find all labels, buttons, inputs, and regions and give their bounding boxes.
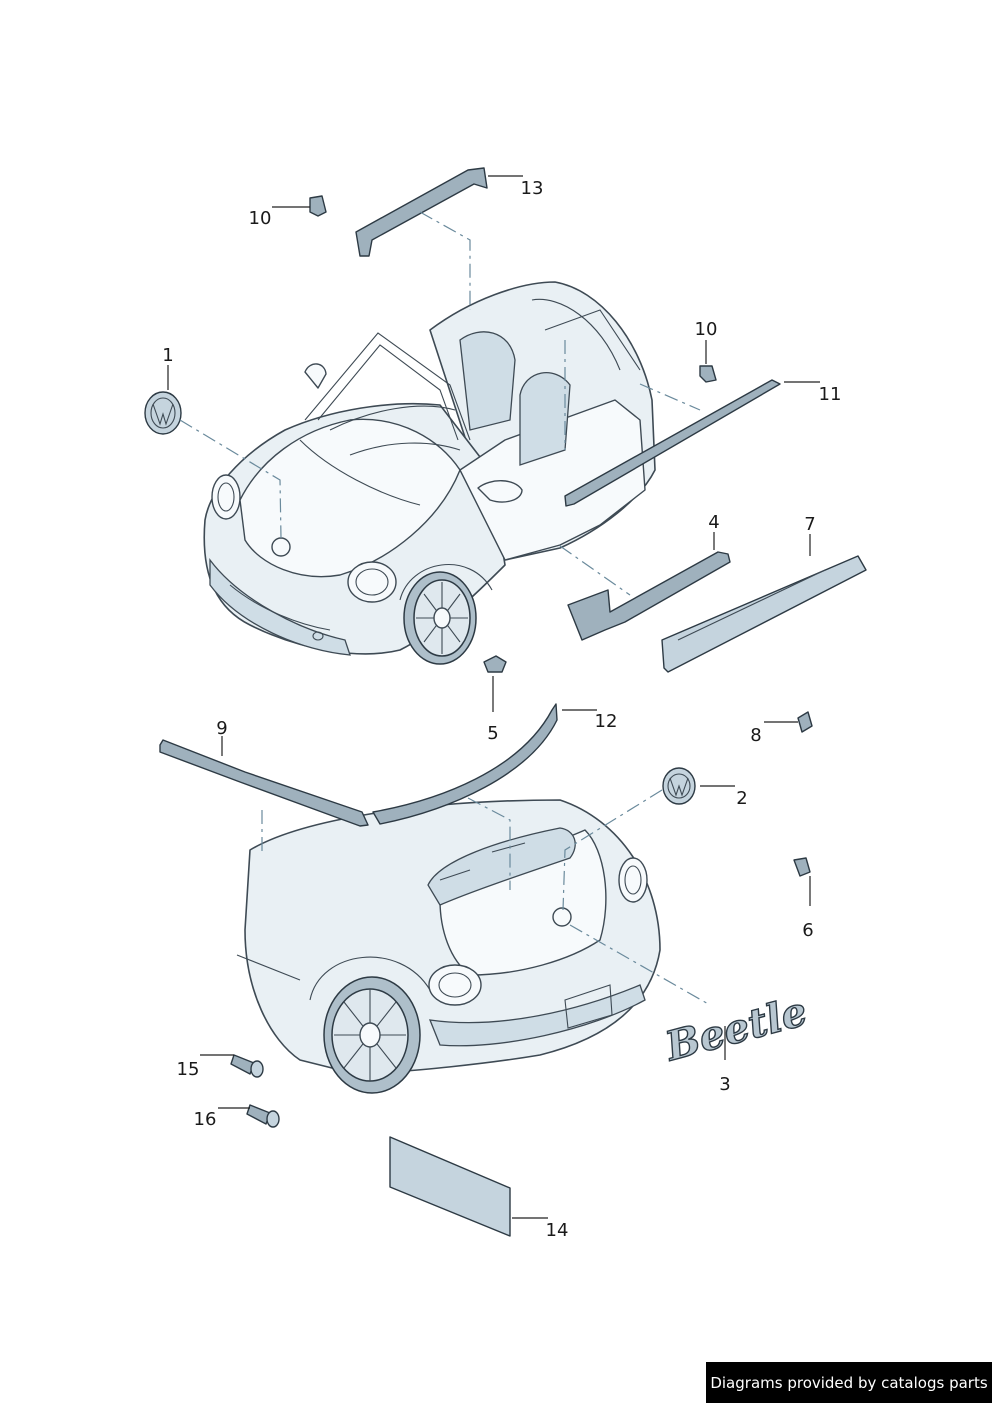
footer-credit-banner: Diagrams provided by catalogs parts [706,1362,992,1403]
part-4-sill-bracket [567,551,731,641]
part-10-clip-upper [309,195,327,217]
footer-credit-text: Diagrams provided by catalogs parts [710,1373,988,1392]
callout-13: 13 [521,178,544,199]
part-9-side-trim-strip [159,739,369,827]
part-15-bolt [230,1054,264,1078]
callout-12: 12 [595,711,618,732]
part-8-clip [797,711,813,733]
part-13-roof-frame [355,167,488,257]
callout-1: 1 [162,345,173,366]
leader-lines [167,175,820,1219]
part-10-clip-right [699,365,717,383]
callout-10-upper: 10 [249,208,272,229]
callout-15: 15 [177,1059,200,1080]
part-12-rear-trim-strip [372,703,558,825]
callout-6: 6 [802,920,813,941]
callout-2: 2 [736,788,747,809]
part-11-window-strip [564,379,781,507]
assembly-lines [179,211,711,1006]
part-14-foil [389,1136,511,1237]
callout-3: 3 [719,1074,730,1095]
callout-4: 4 [708,512,719,533]
part-6-clip [793,857,811,877]
part-1-front-emblem [144,391,182,435]
front-car-illustration [203,281,656,665]
callout-labels: 13 10 1 10 11 4 7 5 12 8 9 2 6 3 15 16 1… [162,178,841,1241]
callout-7: 7 [804,514,815,535]
rear-car-illustration [236,799,661,1094]
part-7-sill-trim [661,555,867,673]
part-16-bolt [246,1104,280,1128]
callout-16: 16 [194,1109,217,1130]
part-3-beetle-emblem: Beetle [660,988,812,1071]
callout-8: 8 [750,725,761,746]
callout-14: 14 [546,1220,569,1241]
callout-11: 11 [819,384,842,405]
callout-10-right: 10 [695,319,718,340]
part-2-rear-emblem [662,767,696,805]
callout-5: 5 [487,723,498,744]
callout-9: 9 [216,718,227,739]
part-5-clip [483,655,507,673]
